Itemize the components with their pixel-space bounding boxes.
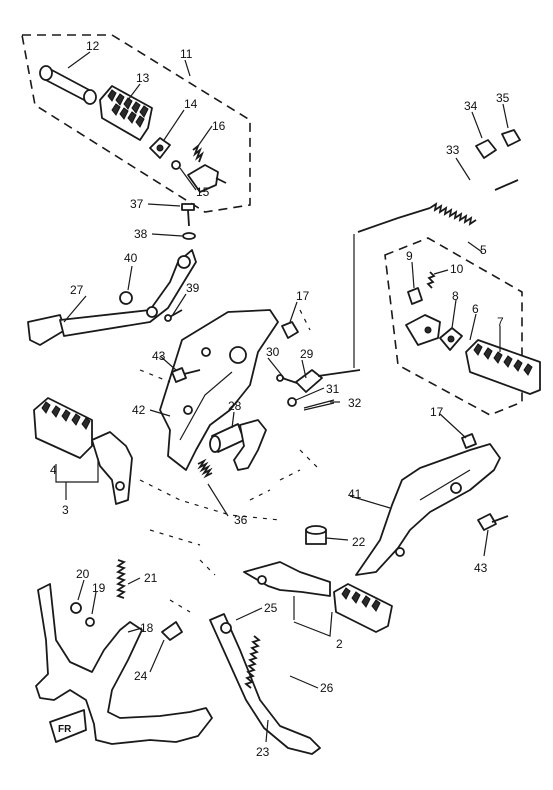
engine-outline <box>139 309 321 613</box>
cotter-pin-32 <box>303 399 335 411</box>
callout-43-upper: 43 <box>152 349 166 363</box>
pin-9 <box>407 287 423 305</box>
side-stand-23 <box>209 613 321 755</box>
callout-43-lower: 43 <box>474 561 488 575</box>
callout-17-upper: 17 <box>296 289 310 303</box>
footrest-bracket-left <box>91 431 133 505</box>
spring-21 <box>115 559 127 599</box>
callout-21: 21 <box>144 571 158 585</box>
linkage-29 <box>295 369 361 393</box>
callout-5: 5 <box>480 243 487 257</box>
callout-42: 42 <box>132 403 146 417</box>
bracket-right <box>405 314 441 346</box>
callout-28: 28 <box>228 399 242 413</box>
cap-34 <box>475 139 497 159</box>
front-marker-text: FR <box>58 724 72 735</box>
spring-10 <box>426 271 436 289</box>
washer-38 <box>182 232 196 240</box>
bolt-43-upper <box>171 367 201 383</box>
callout-34: 34 <box>464 99 478 113</box>
washer-31 <box>287 397 297 407</box>
callout-2: 2 <box>336 637 343 651</box>
footrest-rubber-left <box>33 397 93 459</box>
spring-16 <box>192 143 204 163</box>
callout-25: 25 <box>264 601 278 615</box>
bracket-plate-41 <box>355 443 501 576</box>
callout-12: 12 <box>86 39 100 53</box>
front-direction-marker: FR <box>49 709 87 743</box>
bracket-plate-42 <box>159 309 279 471</box>
callout-32: 32 <box>348 396 362 410</box>
bolt-37 <box>181 203 195 227</box>
callout-24: 24 <box>134 669 148 683</box>
callout-37: 37 <box>130 197 144 211</box>
callout-29: 29 <box>300 347 314 361</box>
callout-8: 8 <box>452 289 459 303</box>
washer-8 <box>439 327 463 351</box>
group-box-5 <box>384 237 523 416</box>
callout-19: 19 <box>92 581 106 595</box>
nut-17-upper <box>281 321 299 339</box>
callout-20: 20 <box>76 567 90 581</box>
brake-pedal-27 <box>27 249 197 346</box>
callout-35: 35 <box>496 91 510 105</box>
callout-31: 31 <box>326 382 340 396</box>
callout-36: 36 <box>234 513 248 527</box>
bushing-22 <box>305 525 327 545</box>
callout-41: 41 <box>348 487 362 501</box>
group-box-11 <box>21 34 251 213</box>
callout-39: 39 <box>186 281 200 295</box>
callout-33: 33 <box>446 143 460 157</box>
spring-36 <box>197 458 213 479</box>
bolt-43-lower <box>477 513 509 531</box>
footrest-rubber-upper <box>99 85 153 141</box>
callout-4: 4 <box>50 463 57 477</box>
callout-23: 23 <box>256 745 270 759</box>
shaft-arm-28 <box>209 419 267 471</box>
callout-9: 9 <box>406 249 413 263</box>
callout-16: 16 <box>212 119 226 133</box>
callout-15: 15 <box>196 185 210 199</box>
callout-3: 3 <box>62 503 69 517</box>
nut-40 <box>119 291 133 305</box>
callout-40: 40 <box>124 251 138 265</box>
callout-6: 6 <box>472 302 479 316</box>
main-stand-18 <box>35 583 213 745</box>
callout-11: 11 <box>180 47 193 61</box>
bracket-15 <box>171 160 227 193</box>
callout-7: 7 <box>497 315 504 329</box>
washer-upper <box>149 137 171 159</box>
leader-lines <box>55 51 509 743</box>
callout-labels: 12 11 13 14 16 15 37 38 40 27 39 17 43 3… <box>50 39 510 759</box>
callout-14: 14 <box>184 97 198 111</box>
callout-22: 22 <box>352 535 366 549</box>
callout-17-lower: 17 <box>430 405 444 419</box>
callout-18: 18 <box>140 621 154 635</box>
footrest-rubber-right <box>465 339 541 395</box>
cable-33 <box>353 179 519 368</box>
footrest-bracket-2 <box>243 561 331 597</box>
callout-13: 13 <box>136 71 150 85</box>
cap-35 <box>501 129 521 147</box>
footrest-pin <box>39 65 97 105</box>
callout-26: 26 <box>320 681 334 695</box>
callout-38: 38 <box>134 227 148 241</box>
spring-26 <box>244 635 261 689</box>
callout-30: 30 <box>266 345 280 359</box>
callout-10: 10 <box>450 262 464 276</box>
bolt-24 <box>161 621 183 641</box>
callout-27: 27 <box>70 283 84 297</box>
footrest-rubber-2 <box>333 583 393 633</box>
